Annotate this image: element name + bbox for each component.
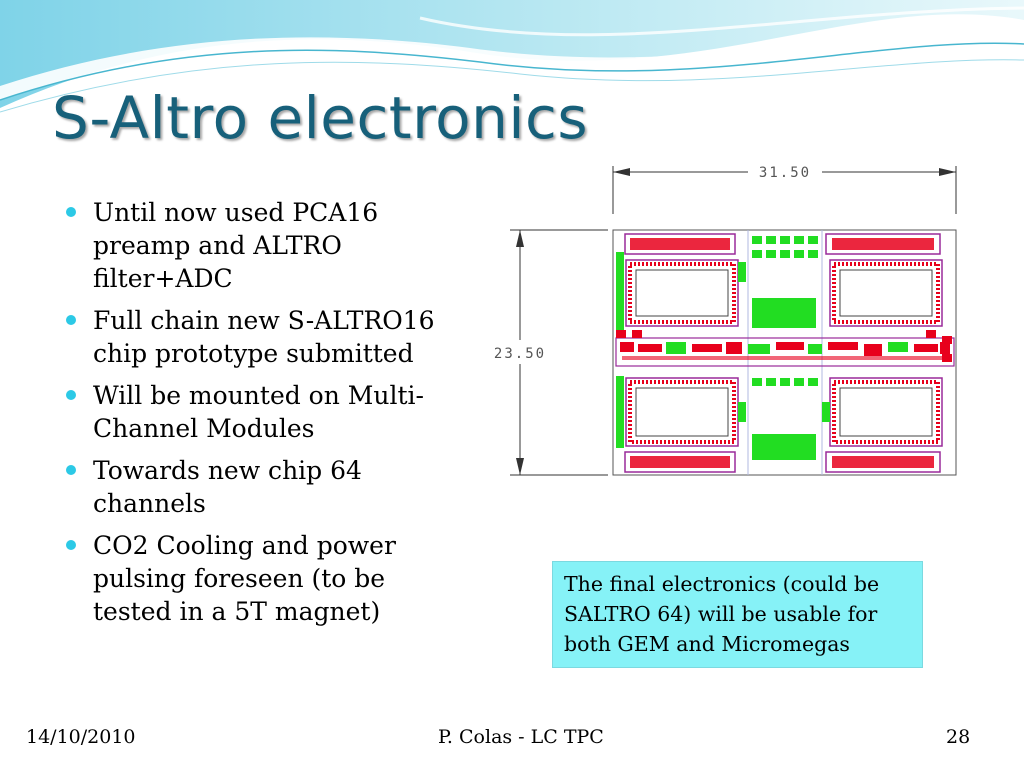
bullet-dot-icon	[66, 390, 76, 400]
bullet-text: CO2 Cooling and power pulsing foreseen (…	[93, 531, 396, 626]
slide-title: S-Altro electronics	[52, 84, 589, 152]
bullet-text: Towards new chip 64 channels	[93, 456, 362, 518]
bullet-item: CO2 Cooling and power pulsing foreseen (…	[64, 529, 436, 628]
bullet-item: Until now used PCA16 preamp and ALTRO fi…	[64, 196, 436, 295]
bullet-text: Until now used PCA16 preamp and ALTRO fi…	[93, 198, 379, 293]
bullet-dot-icon	[66, 540, 76, 550]
arrow-down-icon	[516, 458, 524, 475]
arrow-up-icon	[516, 230, 524, 247]
bullet-text: Full chain new S-ALTRO16 chip prototype …	[93, 306, 435, 368]
bullet-item: Will be mounted on Multi-Channel Modules	[64, 379, 436, 445]
arrow-left-icon	[613, 168, 630, 176]
chip-bottom-right	[829, 377, 943, 447]
connector-top-left	[624, 233, 736, 255]
chip-bottom-left	[625, 377, 739, 447]
bullet-dot-icon	[66, 315, 76, 325]
footer-page-number: 28	[946, 726, 971, 748]
connector-top-right	[825, 233, 941, 255]
arrow-right-icon	[939, 168, 956, 176]
bullet-dot-icon	[66, 207, 76, 217]
callout-box: The final electronics (could be SALTRO 6…	[552, 561, 923, 668]
bullet-item: Towards new chip 64 channels	[64, 454, 436, 520]
bullet-item: Full chain new S-ALTRO16 chip prototype …	[64, 304, 436, 370]
chip-top-right	[829, 259, 943, 327]
width-dimension-label: 31.50	[759, 165, 811, 181]
connector-bottom-left	[624, 451, 736, 473]
chip-top-left	[625, 259, 739, 327]
bullet-text: Will be mounted on Multi-Channel Modules	[93, 381, 424, 443]
footer-date: 14/10/2010	[26, 726, 136, 748]
footer-author: P. Colas - LC TPC	[438, 726, 604, 748]
height-dimension-label: 23.50	[494, 346, 546, 362]
bullet-list: Until now used PCA16 preamp and ALTRO fi…	[64, 196, 436, 637]
bullet-dot-icon	[66, 465, 76, 475]
component-strip	[615, 337, 955, 367]
header-wave-decoration	[0, 0, 1024, 113]
connector-bottom-right	[825, 451, 941, 473]
pcb-layout-diagram: 31.50 23.50	[486, 152, 962, 488]
capacitor-array	[616, 236, 830, 460]
